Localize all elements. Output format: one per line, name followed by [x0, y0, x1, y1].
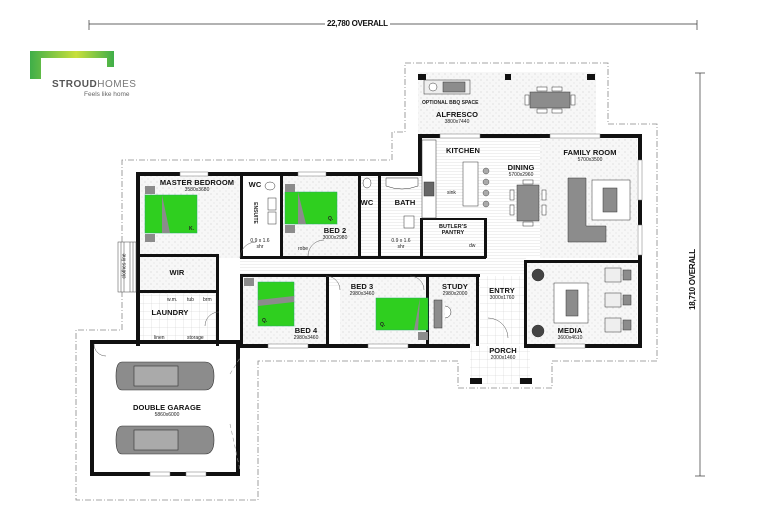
- laundry-storage: storage: [187, 335, 204, 341]
- room-bed4: BED 4: [294, 326, 318, 335]
- room-master-size: 3580x3680: [184, 187, 210, 193]
- room-porch: PORCH: [489, 346, 517, 355]
- brand-name: STROUDHOMES: [52, 79, 136, 90]
- room-master: MASTER BEDROOM: [159, 178, 235, 187]
- room-garage: DOUBLE GARAGE: [133, 403, 201, 412]
- butlers-dw: dw: [469, 243, 476, 249]
- room-dining: DINING: [507, 163, 535, 172]
- bed2-robe: robe: [297, 246, 309, 252]
- room-kitchen: KITCHEN: [445, 146, 481, 155]
- room-bed2-size: 3000x2980: [322, 235, 348, 241]
- bbq: [423, 79, 471, 95]
- width-overall-label: 22,780 OVERALL: [325, 19, 390, 28]
- master-bed-size: K.: [189, 226, 194, 232]
- brand-name-bold: STROUD: [52, 79, 98, 90]
- laundry-tub: tub: [187, 297, 194, 303]
- room-alfresco: ALFRESCO: [435, 110, 479, 119]
- cars: [115, 361, 215, 455]
- laundry-broom: brm: [203, 297, 212, 303]
- room-bed2: BED 2: [323, 226, 347, 235]
- bed4-bed-size: Q.: [262, 318, 268, 324]
- ensuite-shower: 0.9 x 1.6 shr: [250, 238, 270, 250]
- bbq-note: OPTIONAL BBQ SPACE: [422, 100, 479, 106]
- room-study-size: 2980x2000: [442, 291, 468, 297]
- room-bed4-size: 2980x3460: [293, 335, 319, 341]
- clothes-line: clothes line: [121, 253, 128, 279]
- dimension-depth: [695, 72, 705, 477]
- room-bath: BATH: [394, 198, 416, 207]
- room-wir: WIR: [169, 268, 185, 277]
- laundry-linen: linen: [154, 335, 165, 341]
- alfresco-table: [524, 86, 576, 114]
- room-entry-size: 3000x1760: [489, 295, 515, 301]
- room-entry: ENTRY: [489, 286, 515, 295]
- room-alfresco-size: 3800x7440: [444, 119, 470, 125]
- room-study: STUDY: [442, 282, 468, 291]
- room-bed3: BED 3: [350, 282, 374, 291]
- room-ensuite-wc: WC: [248, 180, 262, 189]
- room-bed3-size: 2980x3460: [349, 291, 375, 297]
- brand-name-light: HOMES: [97, 79, 137, 90]
- kitchen-sink: sink: [447, 190, 456, 196]
- bed2-bed-size: Q.: [328, 216, 334, 222]
- room-porch-size: 2000x1460: [490, 355, 516, 361]
- room-dining-size: 5700x2960: [508, 172, 534, 178]
- room-family-size: 5700x3500: [577, 157, 603, 163]
- bed3-bed-size: Q.: [380, 322, 386, 328]
- dimension-width: [88, 20, 698, 30]
- bath-shower: 0.9 x 1.6 shr: [391, 238, 411, 250]
- room-wc: WC: [360, 198, 374, 207]
- room-butlers-pantry: BUTLER'S PANTRY: [438, 224, 468, 236]
- room-garage-size: 5860x6000: [154, 412, 180, 418]
- laundry-wm: w.m.: [167, 297, 178, 303]
- room-family: FAMILY ROOM: [563, 148, 617, 157]
- room-media: MEDIA: [557, 326, 583, 335]
- brand-tagline: Feels like home: [84, 91, 130, 98]
- room-laundry: LAUNDRY: [151, 308, 189, 317]
- room-ensuite: ENSUITE: [251, 202, 258, 224]
- depth-overall-label: 18,710 OVERALL: [687, 247, 697, 312]
- room-media-size: 3600x4610: [557, 335, 583, 341]
